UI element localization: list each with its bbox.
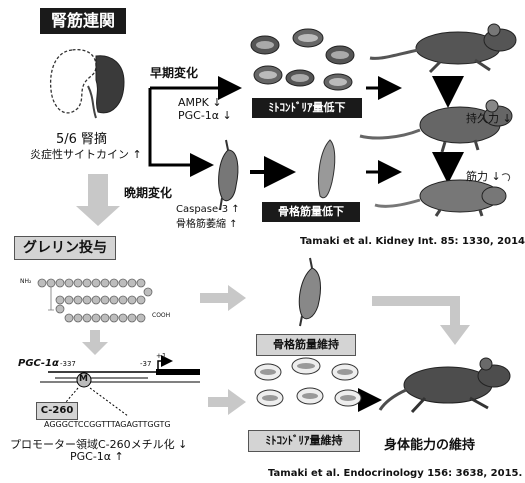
- mouse-weak-bottom: [374, 173, 511, 217]
- mito-maintain-label: ﾐﾄｺﾝﾄﾞﾘｱ量維持: [248, 430, 360, 452]
- mouse-running-top: [369, 23, 517, 74]
- sequence-label: AGGGCTCCGGTTTAGAGTTGGTG: [44, 420, 171, 429]
- title-label: 腎筋連関: [40, 8, 126, 34]
- c260-label: C-260: [36, 402, 78, 420]
- caspase-label: Caspase-3 ↑: [176, 204, 240, 215]
- peptide-n-label: NH₂: [20, 278, 32, 285]
- endurance-label: 持久力 ↓: [466, 112, 512, 125]
- ghrelin-peptide-chain: [37, 278, 153, 323]
- mitochondria-cluster-top: [250, 28, 355, 91]
- early-change-label: 早期変化: [150, 66, 199, 80]
- pos-37-label: -37: [140, 360, 152, 368]
- late-change-label: 晩期変化: [124, 186, 173, 200]
- pgc-bottom-label: PGC-1α ↑: [70, 450, 124, 463]
- mouse-standing-mid: [359, 99, 513, 153]
- muscle-icon-bottom: [298, 257, 321, 327]
- muscle-icon-mid: [218, 139, 239, 211]
- pos-1-label: +1: [156, 352, 167, 360]
- methyl-m-label: M: [79, 374, 88, 384]
- atrophy-label: 骨格筋萎縮 ↑: [176, 219, 238, 230]
- performance-label: 身体能力の維持: [384, 438, 476, 453]
- mouse-running-bottom: [378, 357, 511, 414]
- muscle-decrease-label: 骨格筋量低下: [262, 202, 360, 222]
- mitochondria-cluster-bottom: [254, 357, 362, 407]
- muscle-maintain-label: 骨格筋量維持: [256, 334, 356, 356]
- peptide-c-label: COOH: [152, 312, 171, 319]
- kidney-icon: [49, 48, 125, 119]
- ghrelin-label: グレリン投与: [14, 236, 116, 260]
- pos-337-label: -337: [60, 360, 76, 368]
- pgc-top-label: PGC-1α ↓: [178, 109, 232, 122]
- promoter-label: プロモーター領域C-260メチル化 ↓: [10, 438, 188, 451]
- mito-decrease-label: ﾐﾄｺﾝﾄﾞﾘｱ量低下: [252, 98, 362, 118]
- gene-name-label: PGC-1α: [18, 358, 59, 369]
- gene-diagram: [40, 355, 200, 417]
- nephrectomy-label: 5/6 腎摘: [56, 132, 108, 147]
- strength-label: 筋力 ↓: [466, 170, 501, 183]
- citation-endocrinology: Tamaki et al. Endocrinology 156: 3638, 2…: [268, 468, 523, 479]
- inflammation-label: 炎症性サイトカイン ↑: [30, 148, 142, 161]
- ampk-label: AMPK ↓: [178, 96, 222, 109]
- citation-kidney-int: Tamaki et al. Kidney Int. 85: 1330, 2014…: [300, 236, 525, 247]
- muscle-icon-thin: [317, 139, 336, 199]
